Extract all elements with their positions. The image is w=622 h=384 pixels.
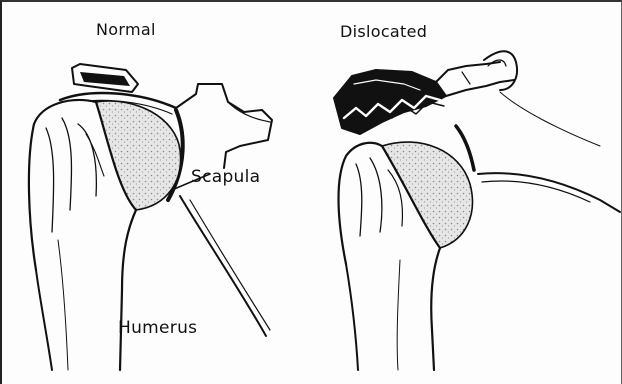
dislocated-acromion bbox=[334, 70, 446, 134]
humerus-label: Humerus bbox=[118, 318, 197, 338]
normal-label: Normal bbox=[96, 20, 156, 39]
scapula-label: Scapula bbox=[191, 167, 260, 187]
dislocated-shoulder bbox=[334, 51, 620, 370]
normal-scapula bbox=[172, 84, 272, 336]
dislocated-label: Dislocated bbox=[340, 22, 427, 41]
